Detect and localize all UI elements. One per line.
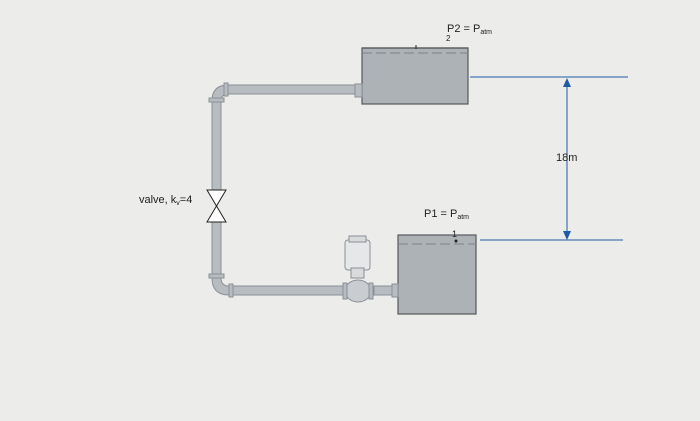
height-arrow-up bbox=[563, 78, 571, 87]
pipe-network bbox=[208, 82, 399, 298]
valve-icon bbox=[206, 189, 227, 223]
pump bbox=[342, 235, 374, 303]
upper-tank bbox=[361, 47, 469, 105]
valve-label-subscript: v bbox=[176, 200, 180, 207]
p2-label-subscript: atm bbox=[480, 29, 492, 36]
p1-label: P1 = Patm bbox=[424, 208, 469, 221]
lower-tank bbox=[397, 234, 477, 315]
p1-label-subscript: atm bbox=[457, 214, 469, 221]
point1-label: 1 bbox=[452, 229, 458, 239]
point1-marker bbox=[454, 239, 458, 243]
height-label: 18m bbox=[556, 152, 578, 164]
valve-label-text: valve, k bbox=[139, 194, 177, 206]
p2-label: P2 = Patm bbox=[447, 23, 492, 36]
p1-label-text: P1 = P bbox=[424, 208, 458, 220]
valve-label-value: =4 bbox=[179, 194, 193, 206]
valve-label: valve, kv=4 bbox=[139, 194, 193, 207]
p2-label-text: P2 = P bbox=[447, 23, 481, 35]
height-arrow-down bbox=[563, 231, 571, 240]
point2-label: 2 bbox=[446, 34, 451, 43]
